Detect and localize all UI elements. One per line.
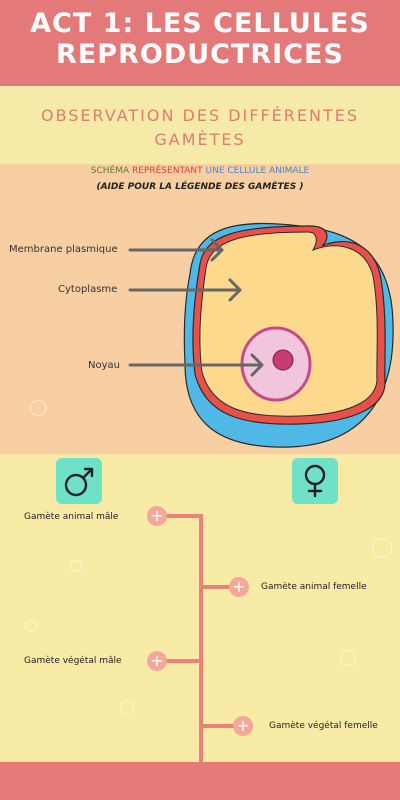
cytoplasm-arrow xyxy=(128,278,242,302)
page-title: ACT 1: LES CELLULES REPRODUCTRICES xyxy=(30,8,370,70)
schema-title-part1: SCHÉMA xyxy=(90,166,130,176)
membrane-label: Membrane plasmique xyxy=(9,244,118,255)
female-symbol-tile xyxy=(292,458,338,504)
nucleus-arrow xyxy=(128,353,264,377)
male-icon xyxy=(64,467,94,497)
expand-female-plant-button[interactable]: + xyxy=(233,716,253,736)
cytoplasm-label: Cytoplasme xyxy=(58,284,118,295)
expand-female-animal-button[interactable]: + xyxy=(229,577,249,597)
cell-illustration xyxy=(128,222,394,448)
gamete-male-plant-label: Gamète végétal mâle xyxy=(24,656,122,666)
header-banner: ACT 1: LES CELLULES REPRODUCTRICES xyxy=(0,0,400,86)
decor-bubble xyxy=(340,650,356,666)
gamete-female-animal-label: Gamète animal femelle xyxy=(261,582,367,592)
schema-title: SCHÉMA REPRÉSENTANT UNE CELLULE ANIMALE xyxy=(0,164,400,178)
expand-male-animal-button[interactable]: + xyxy=(147,506,167,526)
decor-bubble xyxy=(25,620,37,632)
schema-subtitle: (AIDE POUR LA LÉGENDE DES GAMÈTES ) xyxy=(96,182,304,192)
membrane-arrow xyxy=(128,238,224,262)
decor-bubble xyxy=(120,700,134,714)
section-subtitle: OBSERVATION DES DIFFÉRENTES GAMÈTES xyxy=(40,106,360,149)
male-symbol-tile xyxy=(56,458,102,504)
cell-nucleolus xyxy=(272,349,294,371)
female-icon xyxy=(304,464,326,498)
gamete-tree xyxy=(166,514,234,762)
gamete-male-animal-label: Gamète animal mâle xyxy=(24,512,119,522)
expand-male-plant-button[interactable]: + xyxy=(147,651,167,671)
schema-title-part3: UNE CELLULE ANIMALE xyxy=(202,166,310,176)
footer-banner xyxy=(0,762,400,800)
gamete-female-plant-label: Gamète végétal femelle xyxy=(269,721,378,731)
decor-bubble xyxy=(372,538,392,558)
nucleus-label: Noyau xyxy=(88,360,120,371)
schema-title-part2: REPRÉSENTANT xyxy=(129,166,203,176)
decor-bubble xyxy=(30,400,46,416)
decor-bubble xyxy=(70,560,82,572)
subtitle-band xyxy=(0,86,400,164)
